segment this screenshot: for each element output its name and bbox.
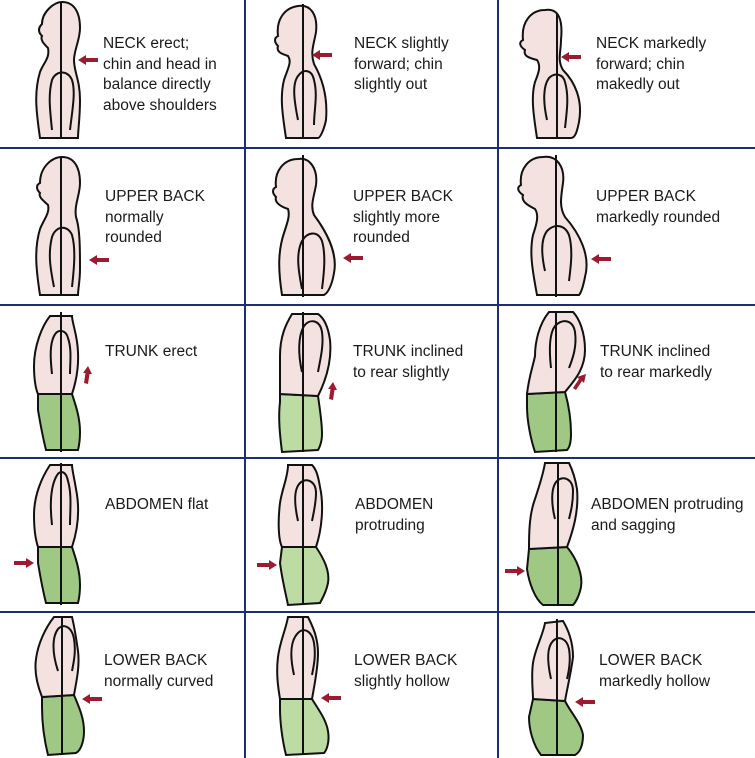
shoulder-outline: [541, 225, 573, 282]
cell-trunk-inclined-markedly: TRUNK inclined to rear markedly: [499, 306, 755, 457]
abdomen-fill: [525, 545, 583, 606]
posture-figure-trunk-inclined-slightly: [278, 312, 337, 454]
posture-label: ABDOMEN protruding and sagging: [591, 496, 744, 534]
chest-fill: [277, 464, 324, 548]
abdomen-fill: [278, 546, 330, 607]
cell-trunk-inclined-slightly: TRUNK inclined to rear slightly: [246, 306, 497, 457]
arrow-right-icon: [14, 558, 34, 568]
shoulder-outline: [298, 320, 324, 373]
shoulder-outline: [543, 73, 569, 129]
arrow-left-icon: [321, 693, 341, 703]
arrow-up-icon: [328, 382, 337, 400]
posture-figure-abdomen-protruding-sagging: [505, 462, 583, 606]
cell-upper-back-slightly-rounded: UPPER BACK slightly more rounded: [246, 149, 497, 304]
body-outline: [519, 8, 581, 139]
cell-abdomen-protruding-sagging: ABDOMEN protruding and sagging: [499, 459, 755, 611]
shoulder-outline: [49, 471, 72, 526]
posture-label: TRUNK inclined to rear slightly: [353, 343, 464, 381]
posture-figure-neck-markedly-forward: [519, 8, 581, 139]
arrow-left-icon: [78, 55, 98, 65]
cell-neck-slightly-forward: NECK slightly forward; chin slightly out: [246, 0, 497, 147]
chest-fill: [32, 464, 80, 548]
arrow-left-icon: [343, 253, 363, 263]
shoulder-outline: [294, 479, 318, 522]
abdomen-fill: [37, 546, 82, 604]
posture-figure-upper-back-slightly-rounded: [272, 155, 363, 297]
shoulder-outline: [551, 477, 575, 520]
arrow-left-icon: [575, 697, 595, 707]
posture-label: LOWER BACK markedly hollow: [599, 652, 711, 690]
posture-label: UPPER BACK normally rounded: [105, 188, 205, 246]
grid-divider-vertical-1: [244, 0, 246, 758]
cell-abdomen-flat: ABDOMEN flat: [0, 459, 244, 611]
cell-neck-markedly-forward: NECK markedly forward; chin makedly out: [499, 0, 755, 147]
shoulder-outline: [52, 625, 76, 672]
grid-divider-horizontal-2: [0, 304, 755, 306]
posture-label: NECK slightly forward; chin slightly out: [354, 35, 449, 93]
cell-lower-back-slightly-hollow: LOWER BACK slightly hollow: [246, 613, 497, 758]
chest-fill: [34, 616, 80, 699]
chest-fill: [32, 315, 80, 395]
shoulder-outline: [293, 70, 317, 126]
arrow-right-icon: [257, 560, 277, 570]
posture-figure-upper-back-markedly-rounded: [517, 155, 611, 297]
posture-figure-lower-back-normal: [34, 616, 102, 757]
posture-figure-lower-back-slightly-hollow: [276, 616, 341, 757]
cell-upper-back-normal: UPPER BACK normally rounded: [0, 149, 244, 304]
cell-lower-back-normal: LOWER BACK normally curved: [0, 613, 244, 758]
arrow-left-icon: [591, 254, 611, 264]
shoulder-outline: [297, 232, 326, 290]
cell-abdomen-protruding: ABDOMEN protruding: [246, 459, 497, 611]
cell-lower-back-markedly-hollow: LOWER BACK markedly hollow: [499, 613, 755, 758]
posture-label: ABDOMEN flat: [105, 496, 209, 513]
grid-divider-horizontal-1: [0, 147, 755, 149]
abdomen-fill: [37, 393, 82, 451]
arrow-left-icon: [82, 694, 102, 704]
posture-label: TRUNK erect: [105, 343, 198, 360]
arrow-left-icon: [89, 255, 109, 265]
grid-divider-horizontal-4: [0, 611, 755, 613]
posture-figure-neck-slightly-forward: [274, 4, 332, 139]
posture-figure-neck-erect: [35, 0, 98, 139]
posture-label: NECK markedly forward; chin makedly out: [596, 35, 707, 93]
body-outline: [517, 155, 588, 296]
posture-figure-trunk-inclined-markedly: [525, 311, 587, 454]
chest-fill: [276, 616, 320, 700]
posture-label: UPPER BACK markedly rounded: [596, 188, 721, 226]
posture-label: ABDOMEN protruding: [355, 496, 434, 534]
posture-label: LOWER BACK slightly hollow: [354, 652, 458, 690]
arrow-left-icon: [561, 52, 581, 62]
body-outline: [35, 155, 82, 296]
arrow-up-right-icon: [573, 374, 586, 390]
abdomen-fill: [278, 392, 324, 454]
arrow-left-icon: [312, 50, 332, 60]
posture-figure-upper-back-normal: [35, 155, 109, 296]
cell-trunk-erect: TRUNK erect: [0, 306, 244, 457]
grid-divider-horizontal-3: [0, 457, 755, 459]
arrow-right-icon: [505, 566, 525, 576]
posture-figure-trunk-erect: [32, 312, 92, 452]
posture-label: LOWER BACK normally curved: [104, 652, 214, 690]
posture-figure-lower-back-markedly-hollow: [527, 619, 595, 756]
posture-label: UPPER BACK slightly more rounded: [353, 188, 453, 246]
posture-label: NECK erect; chin and head in balance dir…: [103, 35, 217, 114]
cell-upper-back-markedly-rounded: UPPER BACK markedly rounded: [499, 149, 755, 304]
grid-divider-vertical-2: [497, 0, 499, 758]
chest-fill: [531, 619, 575, 703]
shoulder-outline: [290, 629, 316, 676]
shoulder-outline: [548, 320, 577, 369]
abdomen-fill: [279, 698, 330, 757]
cell-neck-erect: NECK erect; chin and head in balance dir…: [0, 0, 244, 147]
body-outline: [35, 0, 82, 139]
posture-figure-abdomen-flat: [14, 463, 82, 605]
abdomen-fill: [526, 390, 573, 454]
shoulder-outline: [547, 637, 571, 680]
posture-label: TRUNK inclined to rear markedly: [600, 343, 712, 381]
chest-fill: [279, 313, 332, 398]
arrow-up-icon: [83, 366, 92, 384]
posture-figure-abdomen-protruding: [257, 464, 330, 607]
